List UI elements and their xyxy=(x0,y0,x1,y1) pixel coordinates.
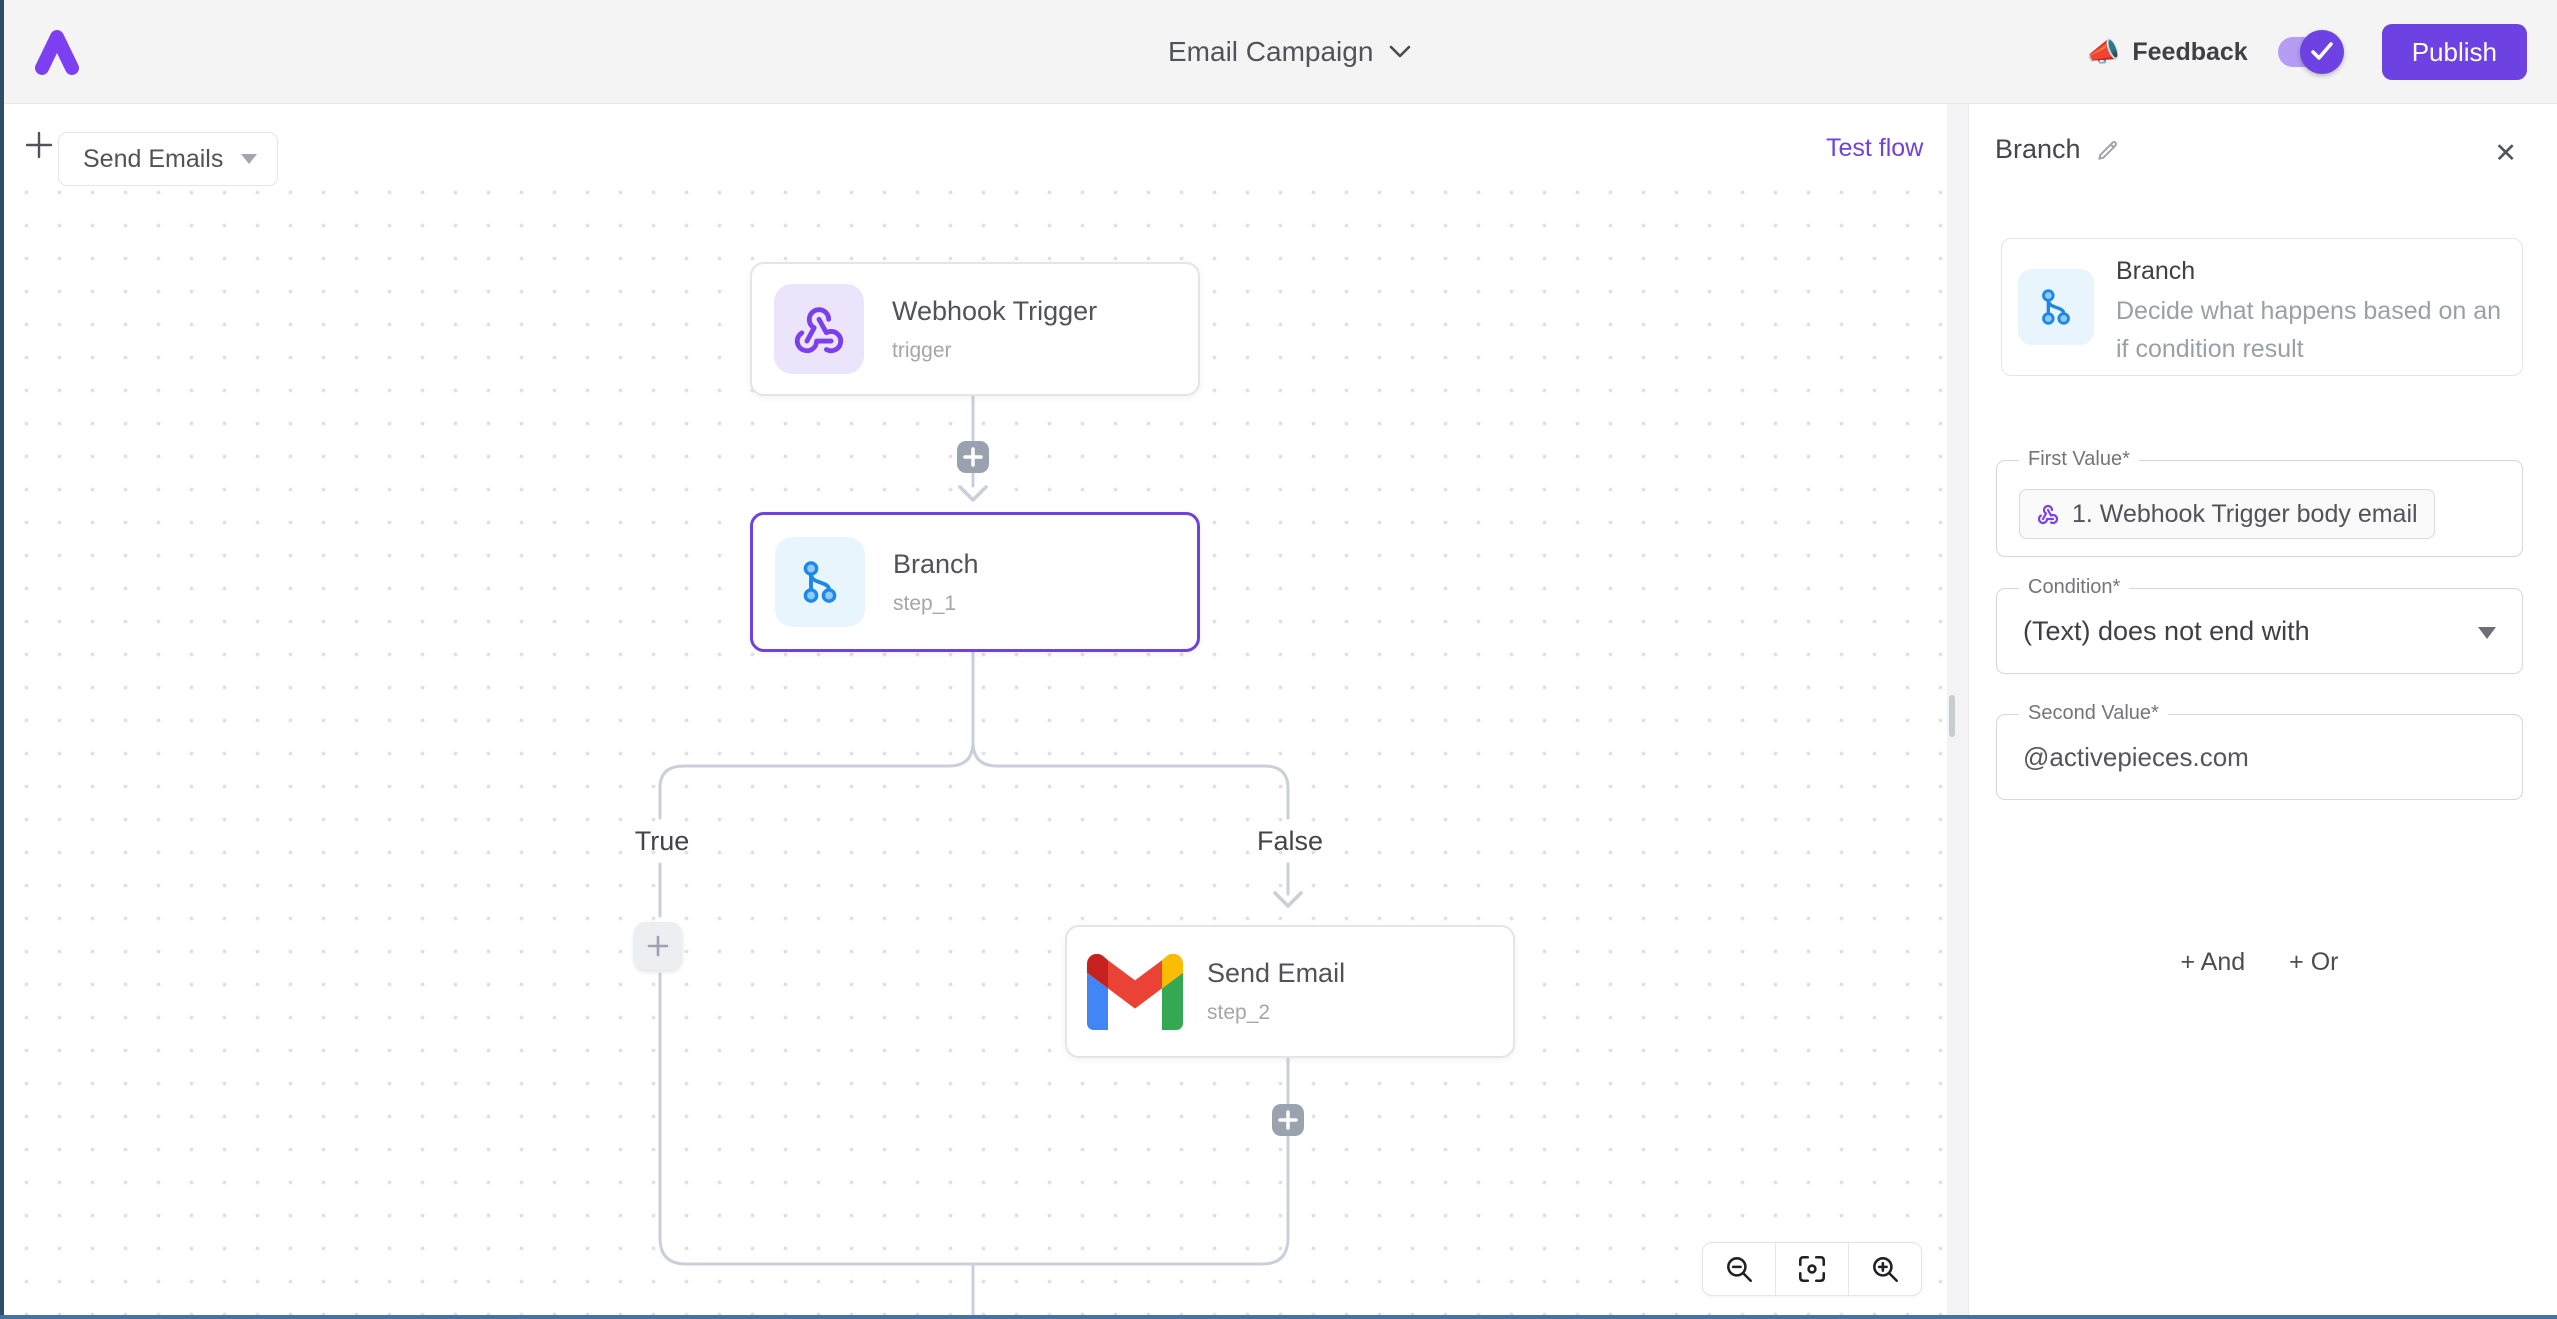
edge-true-merge xyxy=(658,972,973,1266)
check-icon xyxy=(2310,42,2333,60)
add-step-connector-after-email[interactable] xyxy=(1272,1104,1304,1136)
chevron-down-icon[interactable] xyxy=(241,154,257,164)
zoom-out-button[interactable] xyxy=(1703,1243,1775,1295)
node-title: Send Email xyxy=(1207,958,1346,988)
zoom-in-icon xyxy=(1873,1257,1899,1283)
window-left-edge xyxy=(0,0,4,1319)
scrollbar-thumb[interactable] xyxy=(1949,695,1955,737)
branch-icon-tile xyxy=(2018,269,2094,345)
topbar-actions: 📣 Feedback Publish xyxy=(2087,0,2527,104)
arrowhead-into-branch xyxy=(958,485,988,502)
plus-icon xyxy=(25,131,53,159)
piece-info-card: Branch Decide what happens based on an i… xyxy=(2001,238,2523,376)
edge-branch-true xyxy=(658,650,975,820)
flow-tab-strip: Send Emails Test flow xyxy=(0,104,1947,188)
node-subtitle: step_2 xyxy=(1207,1001,1271,1024)
webhook-icon-tile xyxy=(774,284,864,374)
branch-false-label: False xyxy=(1256,826,1324,856)
first-value-token-text: 1. Webhook Trigger body email xyxy=(2072,499,2418,528)
zoom-in-button[interactable] xyxy=(1848,1243,1921,1295)
edge-branch-false xyxy=(971,650,1290,820)
plus-icon xyxy=(647,935,669,957)
second-value-label: Second Value* xyxy=(2019,702,2168,725)
webhook-icon xyxy=(794,307,844,354)
fit-view-icon xyxy=(1798,1255,1826,1283)
step-settings-panel: Branch ✕ Branch Decide what happens base… xyxy=(1968,104,2557,1316)
first-value-label: First Value* xyxy=(2019,448,2139,471)
first-value-field[interactable]: First Value* 1. Webhook Trigger body ema… xyxy=(1996,448,2523,557)
add-step-true-branch-button[interactable] xyxy=(634,922,682,970)
add-or-condition-button[interactable]: + Or xyxy=(2289,948,2339,976)
flow-canvas[interactable]: Webhook Trigger trigger Branch step_1 xyxy=(0,104,1947,1316)
branch-icon xyxy=(803,561,837,603)
panel-title: Branch xyxy=(1995,134,2081,164)
node-send-email[interactable]: Send Email step_2 xyxy=(1065,925,1515,1058)
node-title: Webhook Trigger xyxy=(892,295,1098,326)
node-subtitle: trigger xyxy=(892,338,952,362)
toggle-knob xyxy=(2299,30,2344,74)
node-subtitle: step_1 xyxy=(893,591,957,615)
panel-resize-gutter[interactable] xyxy=(1947,104,1968,1316)
megaphone-icon: 📣 xyxy=(2086,37,2121,67)
flow-enabled-toggle[interactable] xyxy=(2277,30,2344,74)
gmail-icon xyxy=(1087,953,1183,1030)
flow-title: Email Campaign xyxy=(1168,36,1374,67)
add-step-connector-webhook-branch[interactable] xyxy=(957,441,989,473)
branch-icon xyxy=(2042,289,2070,325)
flow-connectors xyxy=(658,394,1304,1316)
webhook-icon xyxy=(2037,504,2059,525)
condition-actions: + And + Or xyxy=(1996,948,2523,977)
feedback-button[interactable]: 📣 Feedback xyxy=(2087,36,2248,68)
publish-button[interactable]: Publish xyxy=(2381,24,2527,80)
edit-pencil-icon[interactable] xyxy=(2095,137,2121,163)
condition-select[interactable]: Condition* (Text) does not end with xyxy=(1996,576,2523,674)
zoom-out-icon xyxy=(1727,1257,1753,1283)
flow-title-group[interactable]: Email Campaign xyxy=(1168,0,1411,104)
flow-tab-send-emails[interactable]: Send Emails xyxy=(58,132,278,186)
branch-true-label: True xyxy=(634,826,690,856)
top-bar: Email Campaign 📣 Feedback Publish xyxy=(0,0,2557,104)
test-flow-link[interactable]: Test flow xyxy=(1826,134,1924,162)
chevron-down-icon[interactable] xyxy=(1389,45,1411,59)
select-caret-icon[interactable] xyxy=(2478,627,2496,639)
window-bottom-edge xyxy=(0,1315,2557,1319)
node-branch[interactable]: Branch step_1 xyxy=(750,512,1200,652)
flow-tab-label: Send Emails xyxy=(83,144,224,173)
panel-header: Branch xyxy=(1995,134,2121,165)
second-value-input[interactable]: @activepieces.com xyxy=(2023,741,2249,772)
piece-description: Decide what happens based on an if condi… xyxy=(2116,297,2502,363)
add-flow-tab-button[interactable] xyxy=(14,114,64,176)
node-webhook-trigger[interactable]: Webhook Trigger trigger xyxy=(750,262,1200,396)
canvas-zoom-toolbar xyxy=(1702,1242,1922,1296)
piece-name: Branch xyxy=(2116,257,2196,285)
feedback-label: Feedback xyxy=(2132,37,2248,66)
second-value-field[interactable]: Second Value* @activepieces.com xyxy=(1996,702,2523,800)
fit-view-button[interactable] xyxy=(1775,1243,1848,1295)
arrowhead-into-email xyxy=(1273,891,1303,908)
condition-value: (Text) does not end with xyxy=(2023,615,2310,646)
branch-icon-tile xyxy=(775,537,865,627)
first-value-token[interactable]: 1. Webhook Trigger body email xyxy=(2019,489,2435,539)
add-and-condition-button[interactable]: + And xyxy=(2180,948,2246,976)
condition-label: Condition* xyxy=(2019,576,2130,599)
edge-email-merge xyxy=(973,1056,1290,1266)
activepieces-logo-icon[interactable] xyxy=(28,24,84,80)
close-panel-button[interactable]: ✕ xyxy=(2494,138,2517,168)
node-title: Branch xyxy=(893,548,979,579)
